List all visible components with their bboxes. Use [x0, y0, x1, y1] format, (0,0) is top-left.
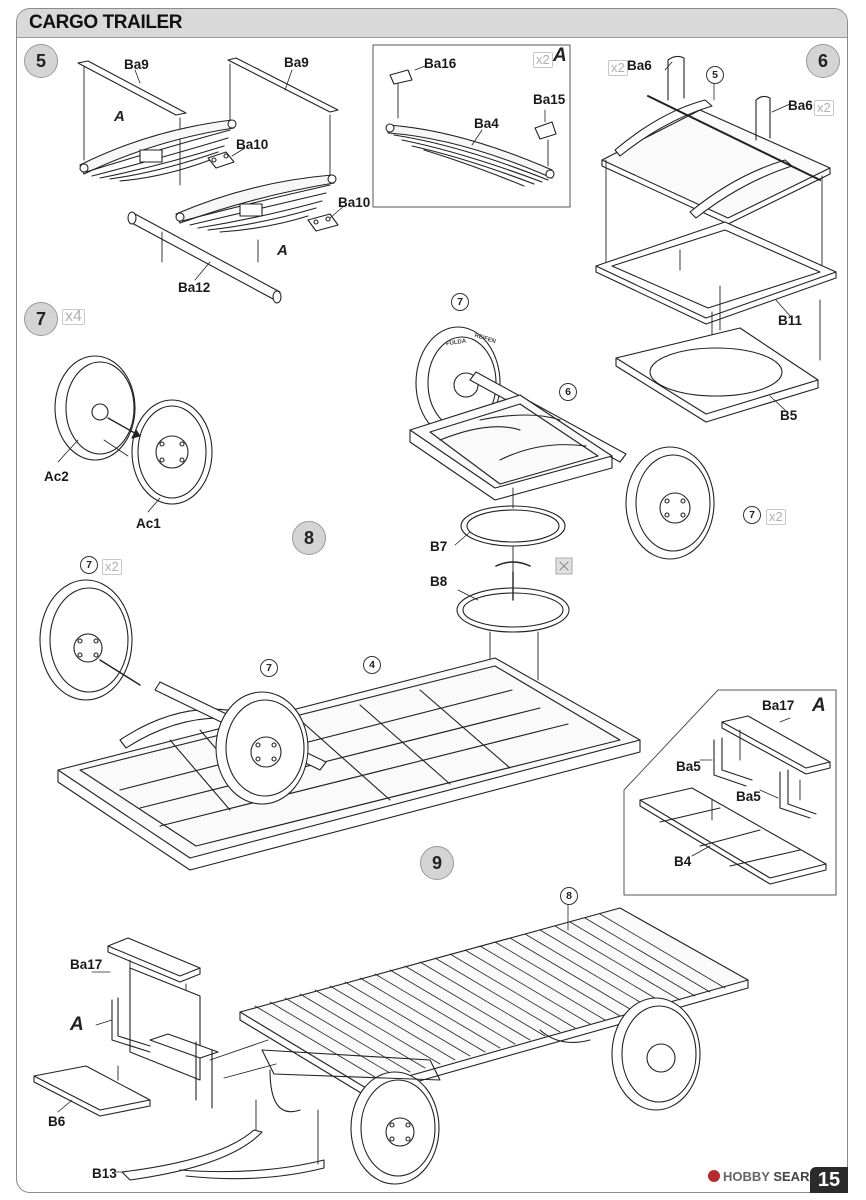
part-ba5-a: Ba5: [676, 759, 701, 774]
ba6-right-multiplier: x2: [814, 100, 834, 116]
step-9-badge: 9: [420, 846, 454, 880]
step5-drawing: [77, 57, 345, 304]
part-b5: B5: [780, 408, 798, 423]
step-5-badge: 5: [24, 44, 58, 78]
part-ba9-left: Ba9: [124, 57, 149, 72]
part-b8: B8: [430, 574, 448, 589]
part-ba6-right: Ba6: [788, 98, 813, 113]
ref-subassembly-5: 5: [706, 66, 724, 84]
part-ba4: Ba4: [474, 116, 499, 131]
wheel-left-multiplier: x2: [102, 559, 122, 575]
step6-drawing: [595, 55, 837, 423]
part-ba15: Ba15: [533, 92, 566, 107]
ref-subassembly-6: 6: [559, 383, 577, 401]
part-b11: B11: [778, 313, 803, 328]
part-ac2: Ac2: [44, 469, 69, 484]
inset-ba17-variant: A: [812, 695, 826, 716]
page-title: CARGO TRAILER: [29, 12, 183, 33]
step-8-badge: 8: [292, 521, 326, 555]
part-ba5-b: Ba5: [736, 789, 761, 804]
part-ac1: Ac1: [136, 516, 161, 531]
part-ba17-inset: Ba17: [762, 698, 795, 713]
part-ba10-left: Ba10: [236, 137, 269, 152]
step8-drawing: [39, 326, 715, 871]
ref-subassembly-7-right: 7: [743, 506, 761, 524]
step-6-badge: 6: [806, 44, 840, 78]
ref-subassembly-7-mid: 7: [260, 659, 278, 677]
ref-subassembly-4: 4: [363, 656, 381, 674]
part-ba10-right: Ba10: [338, 195, 371, 210]
watermark-logo-icon: [708, 1170, 720, 1182]
step9-variant-a: A: [70, 1014, 84, 1035]
step-7-badge: 7: [24, 302, 58, 336]
step5-variant-a1: A: [114, 108, 125, 125]
part-ba17-step9: Ba17: [70, 957, 103, 972]
page-number: 15: [810, 1167, 848, 1193]
inset-ba16-multiplier: x2: [533, 52, 553, 68]
inset-spring-drawing: [385, 65, 557, 187]
ref-subassembly-7-left: 7: [80, 556, 98, 574]
part-ba9-right: Ba9: [284, 55, 309, 70]
part-b6: B6: [48, 1114, 66, 1129]
inset-ba17-drawing: [639, 715, 831, 885]
ref-subassembly-7-top: 7: [451, 293, 469, 311]
watermark-text-a: HOBBY: [723, 1169, 770, 1184]
step7-drawing: [54, 355, 213, 513]
part-ba16: Ba16: [424, 56, 457, 71]
ref-subassembly-8: 8: [560, 887, 578, 905]
part-ba12: Ba12: [178, 280, 211, 295]
wheel-right-multiplier: x2: [766, 509, 786, 525]
inset-ba16-variant: A: [553, 45, 567, 66]
step9-drawing: [33, 904, 749, 1185]
part-b7: B7: [430, 539, 448, 554]
ba6-left-multiplier: x2: [608, 60, 628, 76]
part-b13: B13: [92, 1166, 117, 1181]
part-b4: B4: [674, 854, 692, 869]
step5-variant-a2: A: [277, 242, 288, 259]
step7-multiplier: x4: [62, 309, 85, 325]
header-bar: CARGO TRAILER: [17, 9, 847, 38]
part-ba6-left: Ba6: [627, 58, 652, 73]
